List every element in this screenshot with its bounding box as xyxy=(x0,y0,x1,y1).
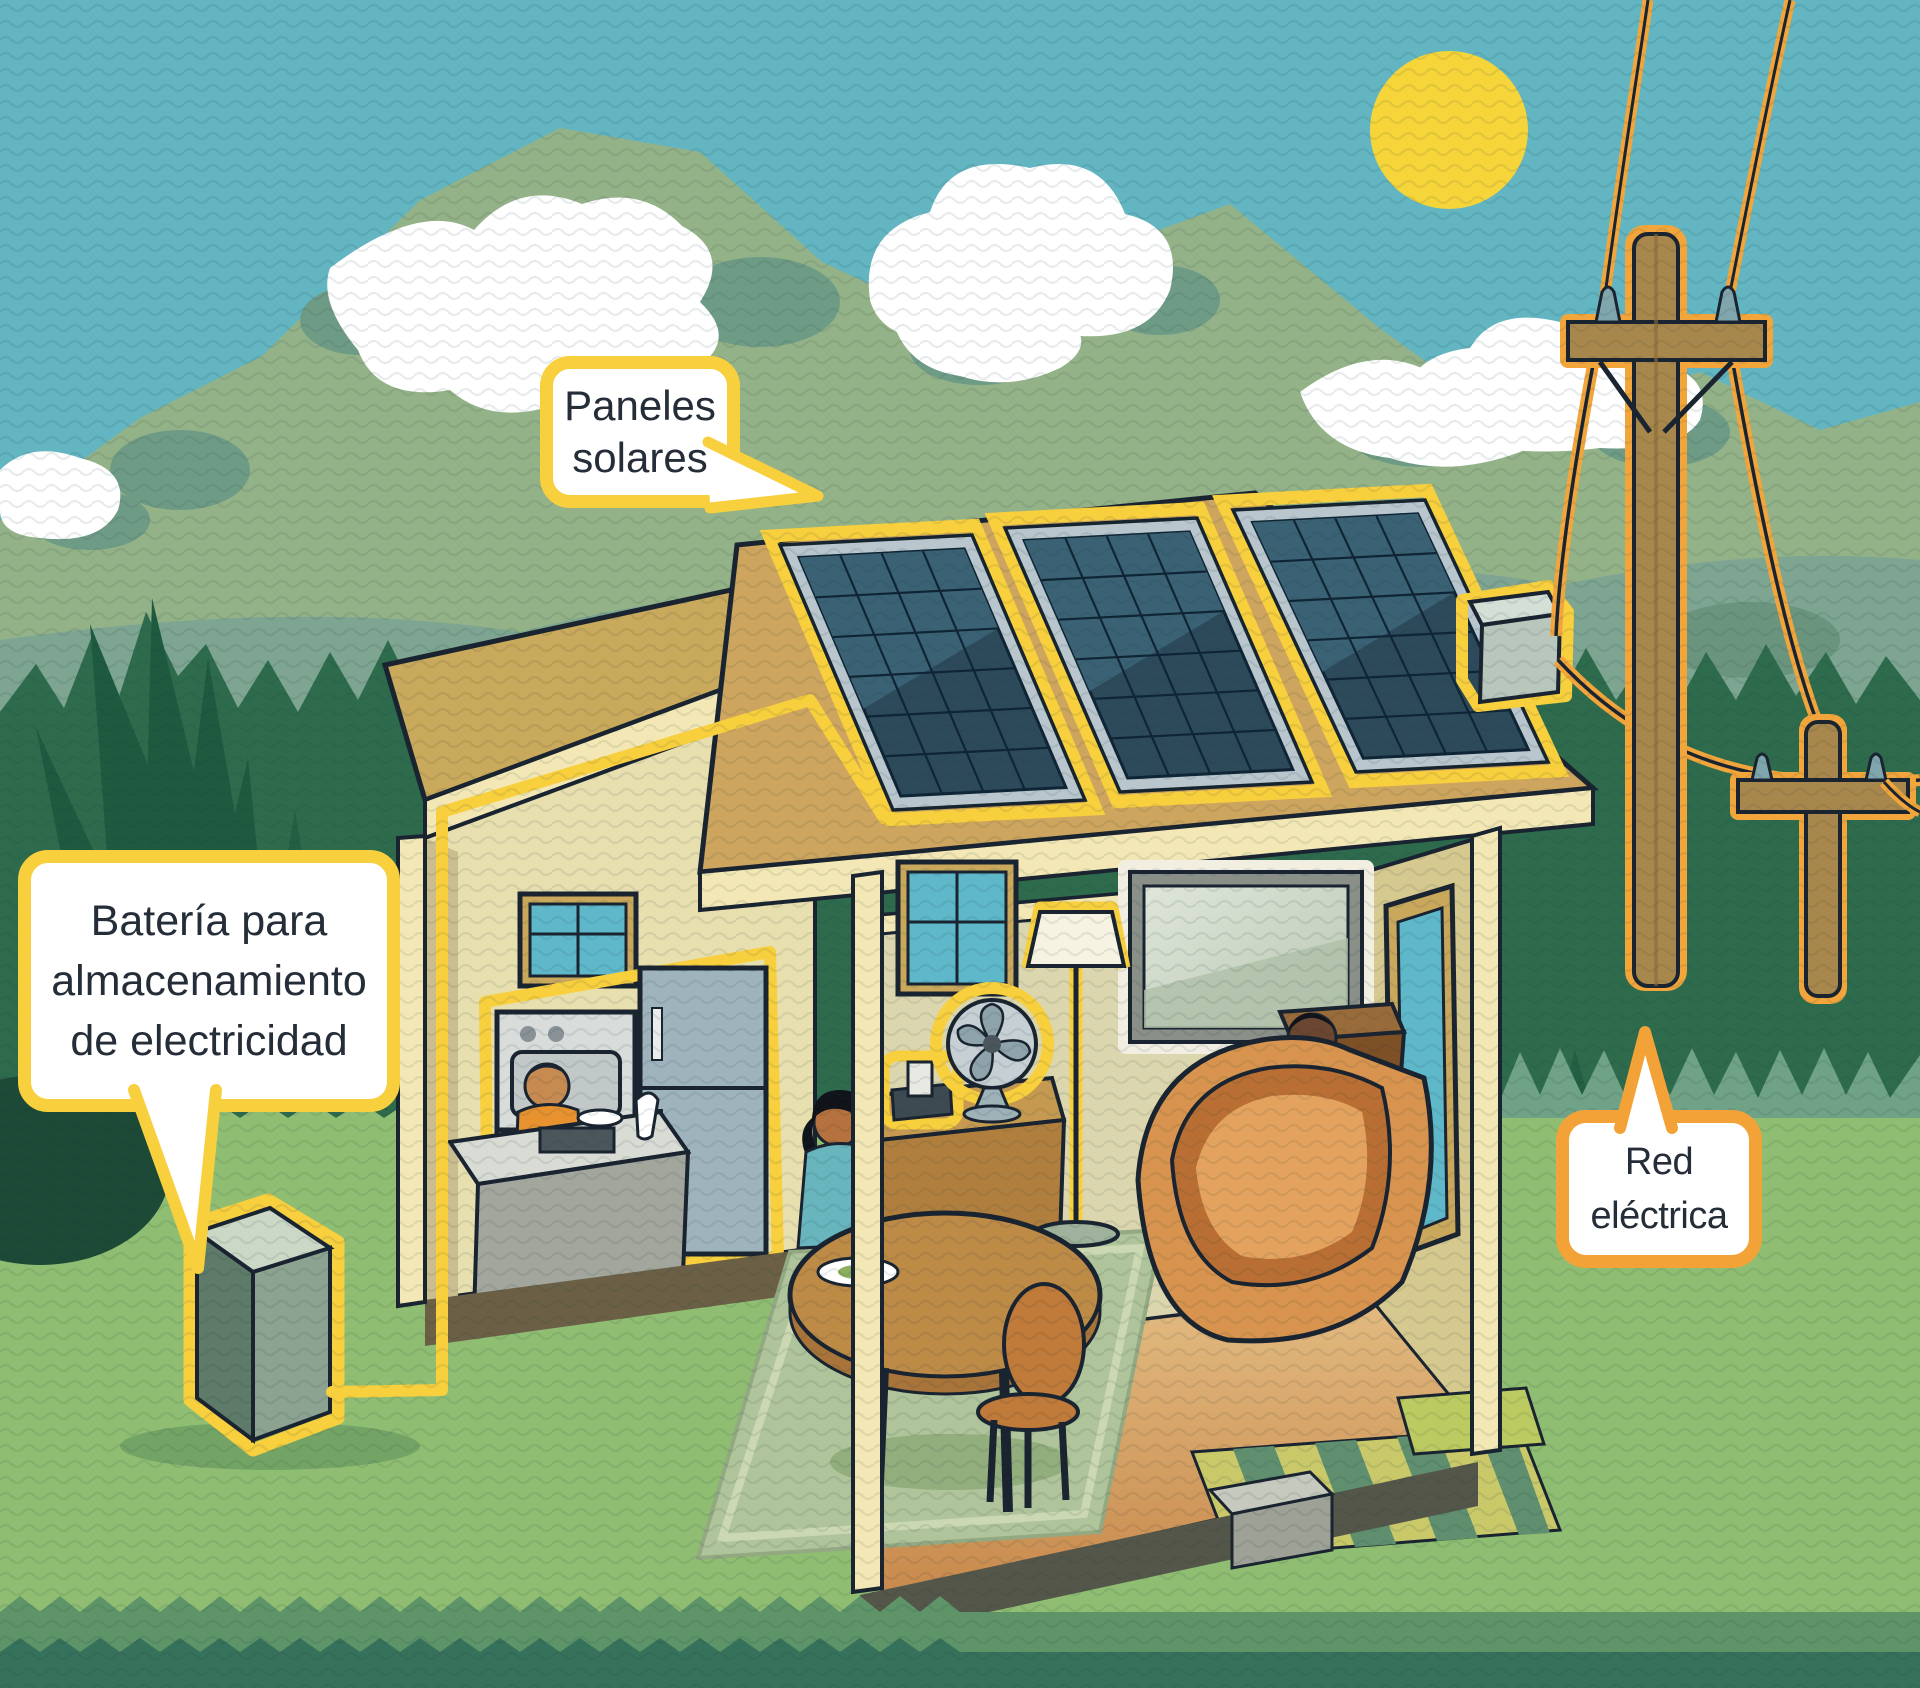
battery-callout: Batería para almacenamiento de electrici… xyxy=(18,850,400,1112)
callout-line: Paneles xyxy=(564,382,716,429)
callout-line: de electricidad xyxy=(70,1017,348,1065)
callout-line: Red xyxy=(1624,1141,1694,1183)
callout-line: Batería para xyxy=(90,897,328,945)
solar-panels-callout: Paneles solares xyxy=(540,356,740,508)
callout-line: almacenamiento xyxy=(51,957,367,1005)
callout-line: eléctrica xyxy=(1590,1195,1729,1237)
callout-line: solares xyxy=(572,434,708,481)
grid-callout: Red eléctrica xyxy=(1556,1110,1762,1268)
